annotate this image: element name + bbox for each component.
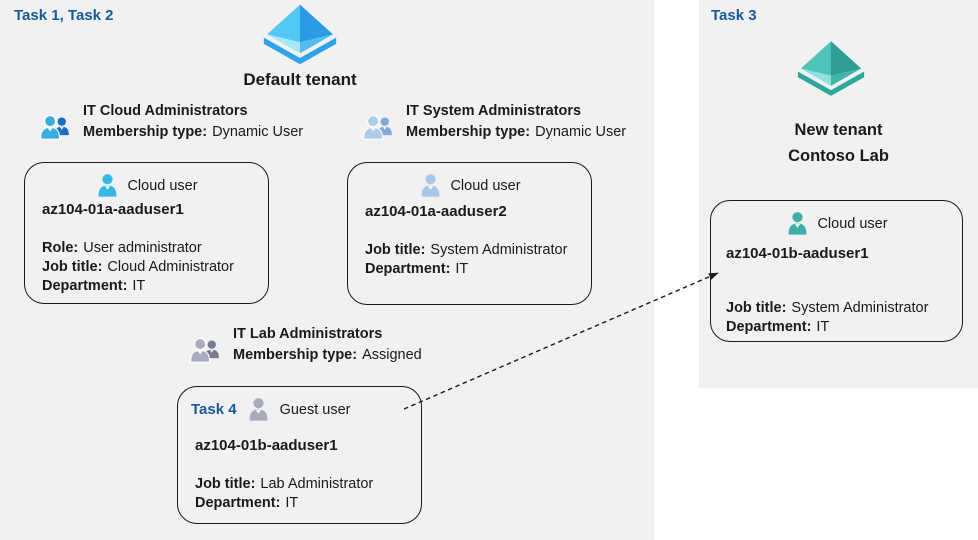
user-fields: Job title:Lab Administrator Department:I… — [195, 475, 373, 513]
card-header: Cloud user — [711, 201, 962, 237]
person-icon — [246, 396, 271, 423]
field-job-title: Job title:Lab Administrator — [195, 476, 374, 492]
group-title: IT System Administrators — [406, 103, 582, 119]
azure-tenant-icon-teal — [795, 38, 867, 102]
card-header: Cloud user — [25, 163, 268, 199]
task-3-label: Task 3 — [711, 7, 757, 24]
username: az104-01b-aaduser1 — [726, 245, 869, 262]
membership-type: Membership type:Assigned — [233, 347, 422, 363]
card-header: Task 4 Guest user — [178, 387, 421, 423]
field-job-title: Job title:System Administrator — [726, 300, 929, 316]
user-type-label: Guest user — [279, 401, 351, 418]
person-icon — [95, 172, 120, 199]
field-job-title: Job title:System Administrator — [365, 242, 568, 258]
username: az104-01a-aaduser2 — [365, 203, 507, 220]
task-4-label: Task 4 — [191, 401, 237, 418]
default-tenant-title: Default tenant — [243, 70, 357, 89]
field-role: Role:User administrator — [42, 240, 202, 256]
group-it-system-administrators: IT System Administrators Membership type… — [361, 103, 626, 141]
user-fields: Role:User administrator Job title:Cloud … — [42, 239, 234, 296]
task-1-2-label: Task 1, Task 2 — [14, 7, 114, 24]
new-tenant-title: New tenant — [794, 121, 883, 139]
group-people-icon — [38, 111, 71, 141]
cloud-user-card-1: Cloud user az104-01a-aaduser1 Role:User … — [24, 162, 269, 304]
guest-user-card: Task 4 Guest user az104-01b-aaduser1 Job… — [177, 386, 422, 524]
field-department: Department:IT — [365, 261, 469, 277]
group-it-lab-administrators: IT Lab Administrators Membership type:As… — [188, 326, 422, 364]
default-tenant-panel: Task 1, Task 2 Default tenant IT Cloud A… — [0, 0, 654, 540]
new-tenant-name: Contoso Lab — [788, 147, 889, 165]
group-title: IT Cloud Administrators — [83, 103, 248, 119]
user-fields: Job title:System Administrator Departmen… — [726, 299, 928, 337]
user-fields: Job title:System Administrator Departmen… — [365, 241, 567, 279]
membership-type: Membership type:Dynamic User — [406, 124, 627, 140]
azure-tenant-icon-blue — [260, 3, 340, 69]
user-type-label: Cloud user — [817, 215, 888, 232]
user-type-label: Cloud user — [450, 177, 521, 194]
username: az104-01b-aaduser1 — [195, 437, 338, 454]
username: az104-01a-aaduser1 — [42, 201, 184, 218]
field-job-title: Job title:Cloud Administrator — [42, 259, 234, 275]
group-it-cloud-administrators: IT Cloud Administrators Membership type:… — [38, 103, 303, 141]
group-title: IT Lab Administrators — [233, 326, 383, 342]
group-people-icon — [188, 334, 221, 364]
user-type-label: Cloud user — [127, 177, 198, 194]
card-header: Cloud user — [348, 163, 591, 199]
person-icon — [785, 210, 810, 237]
group-people-icon — [361, 111, 394, 141]
person-icon — [418, 172, 443, 199]
membership-type: Membership type:Dynamic User — [83, 124, 304, 140]
field-department: Department:IT — [195, 495, 299, 511]
new-tenant-panel: Task 3 New tenant Contoso Lab Cloud user… — [699, 0, 978, 388]
field-department: Department:IT — [726, 319, 830, 335]
cloud-user-card-2: Cloud user az104-01a-aaduser2 Job title:… — [347, 162, 592, 305]
field-department: Department:IT — [42, 278, 146, 294]
new-tenant-cloud-user-card: Cloud user az104-01b-aaduser1 Job title:… — [710, 200, 963, 342]
